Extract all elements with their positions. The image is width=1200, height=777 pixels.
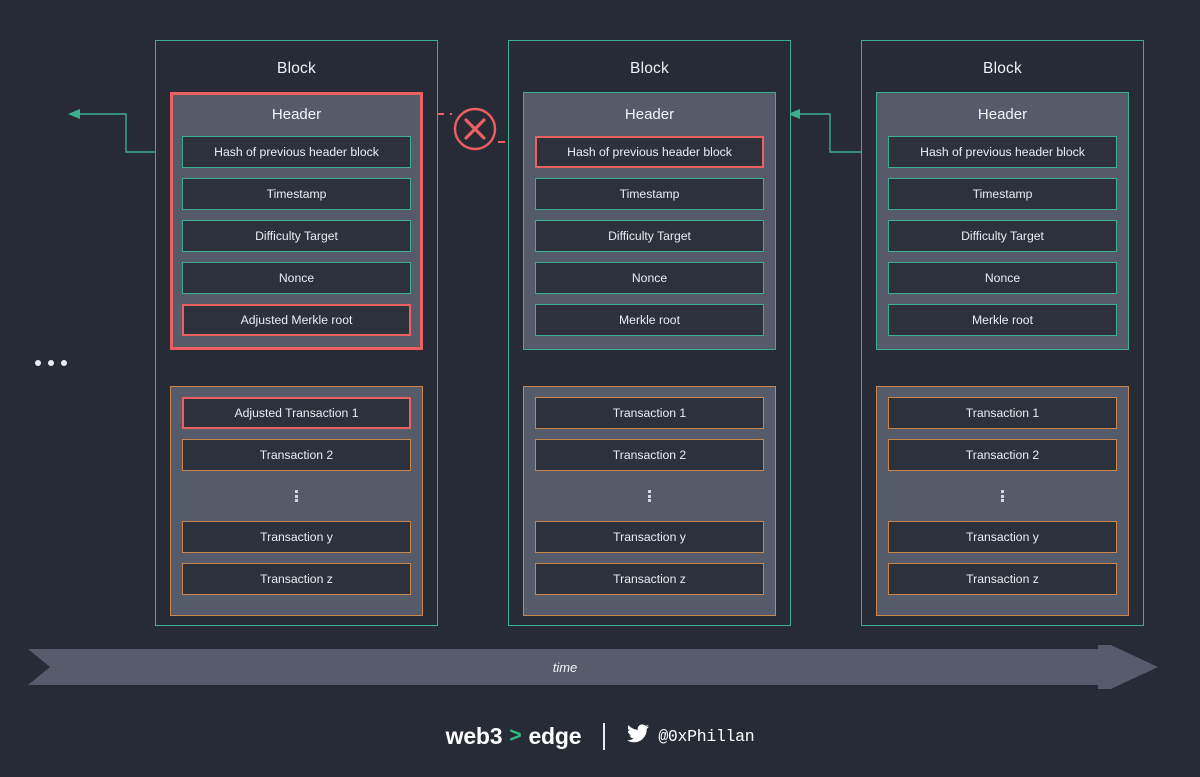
twitter-handle-text: @0xPhillan	[658, 726, 755, 746]
vertical-ellipsis-icon	[182, 481, 411, 511]
timeline-arrow	[28, 645, 1158, 689]
field-nonce[interactable]: Nonce	[535, 262, 764, 294]
block-title: Block	[983, 60, 1022, 77]
block-3[interactable]: Block Header Hash of previous header blo…	[861, 40, 1144, 626]
brand-first: web3	[445, 722, 503, 749]
field-merkle-root[interactable]: Adjusted Merkle root	[182, 304, 411, 336]
brand-logo: web3 > edge	[446, 723, 582, 750]
field-nonce[interactable]: Nonce	[182, 262, 411, 294]
transaction-item[interactable]: Transaction y	[182, 521, 411, 553]
block-3-transactions[interactable]: Transaction 1 Transaction 2 Transaction …	[876, 386, 1129, 616]
vertical-ellipsis-icon	[535, 481, 764, 511]
transaction-item[interactable]: Transaction 1	[535, 397, 764, 429]
transaction-item[interactable]: Transaction z	[182, 563, 411, 595]
transaction-item[interactable]: Transaction z	[535, 563, 764, 595]
field-timestamp[interactable]: Timestamp	[182, 178, 411, 210]
field-difficulty-target[interactable]: Difficulty Target	[535, 220, 764, 252]
arrowhead-block1-out	[68, 109, 80, 119]
field-merkle-root[interactable]: Merkle root	[888, 304, 1117, 336]
footer: web3 > edge @0xPhillan	[0, 712, 1200, 760]
block-title: Block	[630, 60, 669, 77]
block-3-header[interactable]: Header Hash of previous header block Tim…	[876, 92, 1129, 350]
field-merkle-root[interactable]: Merkle root	[535, 304, 764, 336]
twitter-handle[interactable]: @0xPhillan	[627, 724, 755, 748]
transaction-item[interactable]: Transaction 2	[888, 439, 1117, 471]
transaction-item[interactable]: Transaction 2	[182, 439, 411, 471]
block-1-header[interactable]: Header Hash of previous header block Tim…	[170, 92, 423, 350]
field-difficulty-target[interactable]: Difficulty Target	[888, 220, 1117, 252]
transaction-item[interactable]: Adjusted Transaction 1	[182, 397, 411, 429]
field-timestamp[interactable]: Timestamp	[888, 178, 1117, 210]
vertical-ellipsis-icon	[888, 481, 1117, 511]
header-title: Header	[977, 106, 1028, 123]
block-1[interactable]: Block Header Hash of previous header blo…	[155, 40, 438, 626]
block-1-transactions[interactable]: Adjusted Transaction 1 Transaction 2 Tra…	[170, 386, 423, 616]
transaction-item[interactable]: Transaction z	[888, 563, 1117, 595]
footer-divider	[603, 722, 606, 750]
transaction-item[interactable]: Transaction 1	[888, 397, 1117, 429]
header-title: Header	[271, 106, 322, 123]
field-difficulty-target[interactable]: Difficulty Target	[182, 220, 411, 252]
header-title: Header	[624, 106, 675, 123]
block-2[interactable]: Block Header Hash of previous header blo…	[508, 40, 791, 626]
brand-second: edge	[528, 722, 582, 749]
chevron-right-icon: >	[509, 724, 522, 747]
field-prev-hash[interactable]: Hash of previous header block	[535, 136, 764, 168]
field-nonce[interactable]: Nonce	[888, 262, 1117, 294]
twitter-bird-icon	[627, 724, 650, 748]
leading-ellipsis	[35, 360, 67, 366]
transaction-item[interactable]: Transaction y	[535, 521, 764, 553]
block-2-header[interactable]: Header Hash of previous header block Tim…	[523, 92, 776, 350]
block-2-transactions[interactable]: Transaction 1 Transaction 2 Transaction …	[523, 386, 776, 616]
transaction-item[interactable]: Transaction 2	[535, 439, 764, 471]
field-prev-hash[interactable]: Hash of previous header block	[182, 136, 411, 168]
block-title: Block	[277, 60, 316, 77]
field-prev-hash[interactable]: Hash of previous header block	[888, 136, 1117, 168]
field-timestamp[interactable]: Timestamp	[535, 178, 764, 210]
circle-x-icon	[452, 106, 498, 152]
transaction-item[interactable]: Transaction y	[888, 521, 1117, 553]
